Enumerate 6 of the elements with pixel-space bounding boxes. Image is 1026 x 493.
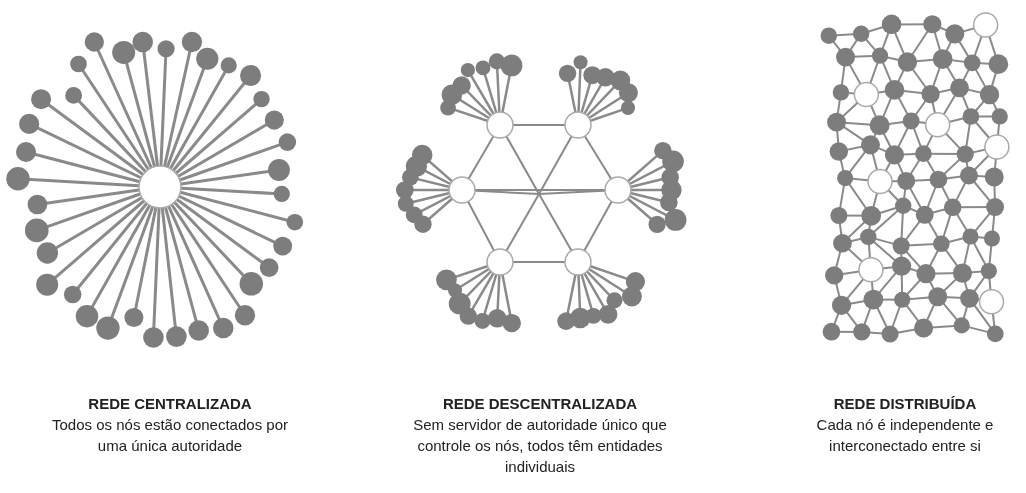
network-description: Todos os nós estão conectados por uma única autoridade	[51, 415, 289, 456]
network-title: REDE DESCENTRALIZADA	[441, 395, 639, 412]
network-title: REDE DISTRIBUÍDA	[832, 395, 978, 412]
network-title: REDE CENTRALIZADA	[87, 395, 253, 412]
network-description: Cada nó é independente e interconectado entre si	[815, 415, 995, 456]
network-description: Sem servidor de autoridade único que controle os nós, todos têm entidades individuais	[412, 415, 668, 477]
